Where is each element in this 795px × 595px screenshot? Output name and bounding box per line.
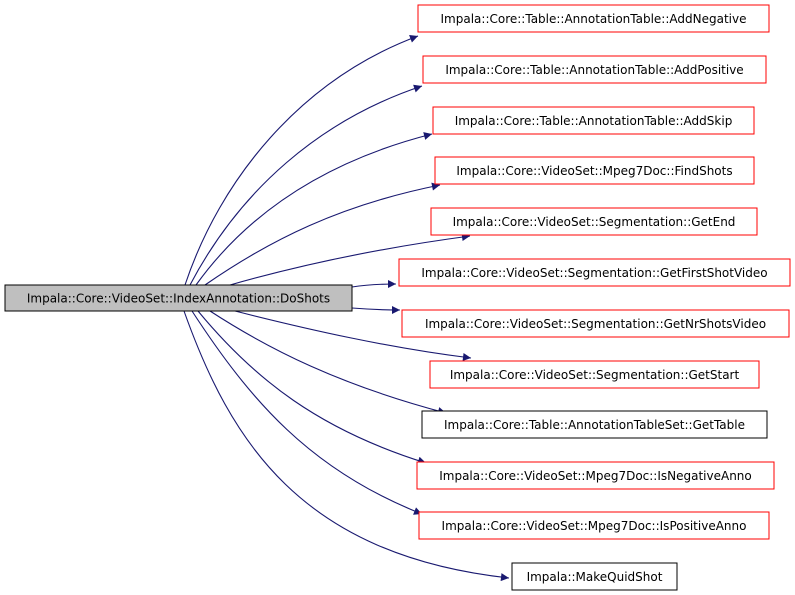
callee-node-gettable[interactable]: Impala::Core::Table::AnnotationTableSet:… xyxy=(421,410,768,439)
callee-node-findshots[interactable]: Impala::Core::VideoSet::Mpeg7Doc::FindSh… xyxy=(434,156,755,185)
callee-node-getstart-label: Impala::Core::VideoSet::Segmentation::Ge… xyxy=(450,368,740,382)
callee-node-makequidshot-box xyxy=(511,562,678,591)
callee-node-makequidshot[interactable]: Impala::MakeQuidShot xyxy=(511,562,678,591)
callee-node-isnegativeanno[interactable]: Impala::Core::VideoSet::Mpeg7Doc::IsNega… xyxy=(416,461,775,490)
callee-node-addnegative-label: Impala::Core::Table::AnnotationTable::Ad… xyxy=(441,12,747,26)
callee-node-makequidshot-label: Impala::MakeQuidShot xyxy=(527,570,663,584)
callee-node-getfirstshotvideo[interactable]: Impala::Core::VideoSet::Segmentation::Ge… xyxy=(398,258,791,287)
callee-node-isnegativeanno-label: Impala::Core::VideoSet::Mpeg7Doc::IsNega… xyxy=(439,469,752,483)
callee-node-addpositive-box xyxy=(422,55,767,84)
edge-to-callee-9 xyxy=(197,310,427,465)
callee-node-getnrshotsvideo-label: Impala::Core::VideoSet::Segmentation::Ge… xyxy=(425,317,766,331)
root-node-doshots-box xyxy=(4,284,353,312)
callee-node-addskip-box xyxy=(432,106,755,135)
callee-node-addpositive-label: Impala::Core::Table::AnnotationTable::Ad… xyxy=(445,63,743,77)
callee-node-findshots-label: Impala::Core::VideoSet::Mpeg7Doc::FindSh… xyxy=(456,164,732,178)
callee-node-ispositiveanno[interactable]: Impala::Core::VideoSet::Mpeg7Doc::IsPosi… xyxy=(418,511,770,540)
callee-node-getstart-box xyxy=(429,360,760,389)
callee-node-getend-box xyxy=(430,207,758,236)
callee-node-gettable-label: Impala::Core::Table::AnnotationTableSet:… xyxy=(444,418,745,432)
edge-to-callee-11 xyxy=(183,310,510,582)
root-node-doshots[interactable]: Impala::Core::VideoSet::IndexAnnotation:… xyxy=(4,284,353,312)
callee-node-isnegativeanno-box xyxy=(416,461,775,490)
callee-node-ispositiveanno-box xyxy=(418,511,770,540)
callee-node-addnegative-box xyxy=(417,4,770,33)
callee-node-addskip-label: Impala::Core::Table::AnnotationTable::Ad… xyxy=(455,114,733,128)
callee-node-getend[interactable]: Impala::Core::VideoSet::Segmentation::Ge… xyxy=(430,207,758,236)
edge-to-callee-0 xyxy=(184,35,419,286)
edges-layer xyxy=(183,35,510,582)
callee-node-gettable-box xyxy=(421,410,768,439)
callee-node-ispositiveanno-label: Impala::Core::VideoSet::Mpeg7Doc::IsPosi… xyxy=(442,519,747,533)
edge-to-callee-5 xyxy=(351,280,397,289)
callee-node-getfirstshotvideo-box xyxy=(398,258,791,287)
edge-to-callee-10 xyxy=(191,310,423,515)
edge-to-callee-2 xyxy=(195,132,433,286)
callee-node-addskip[interactable]: Impala::Core::Table::AnnotationTable::Ad… xyxy=(432,106,755,135)
edge-to-callee-8 xyxy=(209,310,447,415)
nodes-layer: Impala::Core::VideoSet::IndexAnnotation:… xyxy=(4,4,791,591)
edge-to-callee-1 xyxy=(189,84,423,286)
edge-to-callee-4 xyxy=(229,233,471,286)
callee-node-getfirstshotvideo-label: Impala::Core::VideoSet::Segmentation::Ge… xyxy=(421,266,767,280)
root-node-doshots-label: Impala::Core::VideoSet::IndexAnnotation:… xyxy=(27,292,330,306)
edge-to-callee-6 xyxy=(351,305,401,314)
callee-node-addnegative[interactable]: Impala::Core::Table::AnnotationTable::Ad… xyxy=(417,4,770,33)
callee-node-addpositive[interactable]: Impala::Core::Table::AnnotationTable::Ad… xyxy=(422,55,767,84)
callee-node-getnrshotsvideo-box xyxy=(401,309,790,338)
callee-node-getend-label: Impala::Core::VideoSet::Segmentation::Ge… xyxy=(453,215,736,229)
edge-to-callee-3 xyxy=(204,182,441,286)
callee-node-getnrshotsvideo[interactable]: Impala::Core::VideoSet::Segmentation::Ge… xyxy=(401,309,790,338)
callee-node-findshots-box xyxy=(434,156,755,185)
callee-node-getstart[interactable]: Impala::Core::VideoSet::Segmentation::Ge… xyxy=(429,360,760,389)
edge-to-callee-7 xyxy=(234,310,472,361)
